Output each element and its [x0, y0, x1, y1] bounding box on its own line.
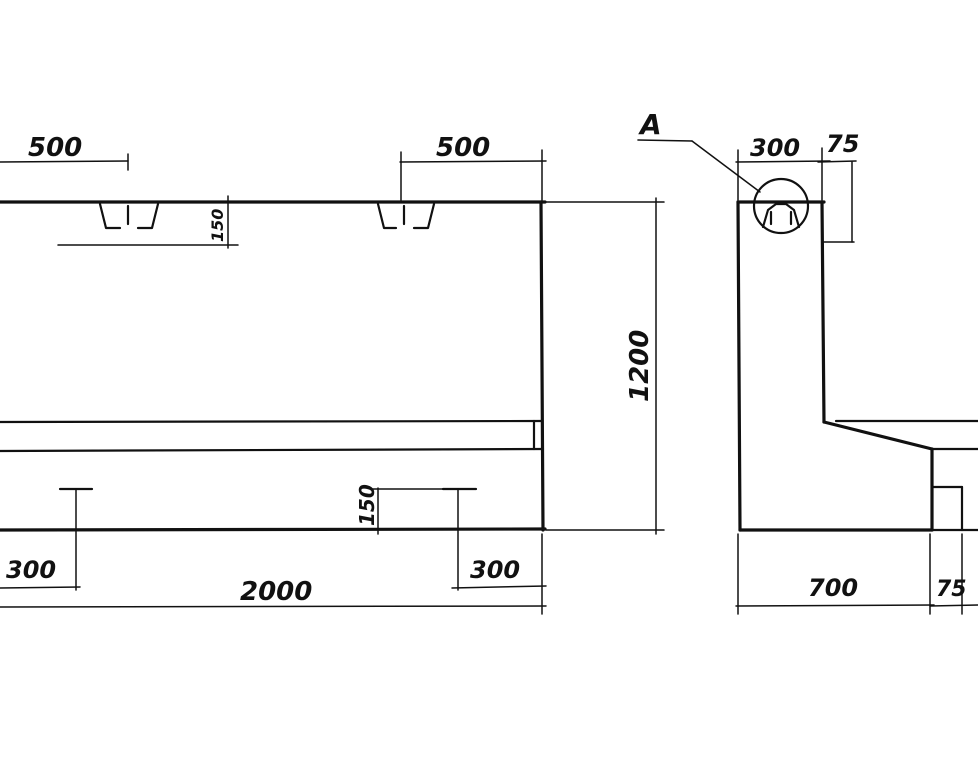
dim-label-75-base: 75 [936, 577, 967, 602]
dim-line-300-top [735, 160, 831, 163]
dim-line-2000 [0, 605, 547, 608]
front-right-edge [539, 200, 545, 532]
dim-line-500-left [0, 160, 129, 163]
dim-label-150-bottom: 150 [355, 484, 379, 526]
dim-line-500-right [399, 160, 547, 163]
side-left-edge [736, 200, 742, 532]
dim-label-500-left: 500 [28, 133, 82, 163]
detail-circle [752, 177, 810, 235]
side-view: A 300 75 700 75 [637, 108, 978, 615]
dim-label-150-top: 150 [208, 209, 227, 242]
lifting-socket-right [376, 202, 436, 230]
side-stem-right [820, 200, 826, 424]
callout-leader [637, 139, 693, 142]
dim-label-300-left: 300 [6, 556, 56, 584]
callout-label-a: A [638, 108, 662, 141]
dim-label-300-right: 300 [470, 556, 520, 584]
lifting-socket-left [98, 202, 160, 230]
dim-label-75-top: 75 [826, 130, 859, 158]
front-bottom-edge [0, 527, 547, 532]
side-slope [822, 420, 934, 451]
detail-loop [761, 202, 801, 229]
front-view: 500 500 150 1200 150 300 300 [0, 133, 665, 615]
dim-line-75-top [817, 160, 857, 163]
front-ledge-line-upper [0, 419, 543, 424]
dim-line-75-base [929, 604, 978, 607]
callout-leader-diag [691, 140, 761, 193]
dim-label-1200: 1200 [625, 330, 655, 402]
dim-label-500-right: 500 [436, 133, 490, 163]
dim-label-2000: 2000 [240, 577, 312, 607]
dim-line-700 [735, 604, 935, 607]
dim-line-300-left [0, 586, 81, 589]
dim-line-300-right [451, 585, 547, 589]
dim-label-300-top: 300 [750, 134, 800, 162]
dim-label-700: 700 [808, 574, 858, 602]
front-ledge-line-lower [0, 447, 545, 453]
